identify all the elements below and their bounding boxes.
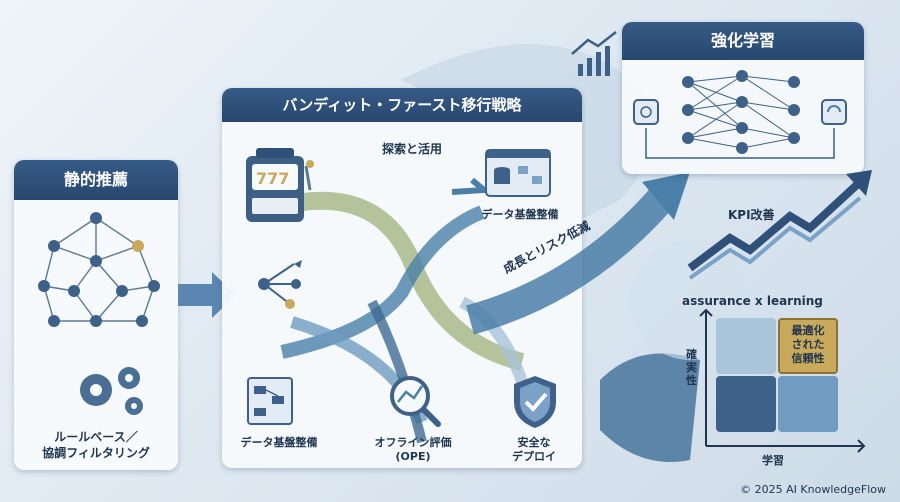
workflow-document-icon — [247, 377, 293, 425]
network-graph-icon — [38, 212, 160, 327]
quadrant-top-right-highlight: 最適化 された 信頼性 — [778, 318, 838, 374]
copyright-footer: © 2025 AI KnowledgeFlow — [740, 483, 886, 496]
kpi-improvement-label: KPI改善 — [728, 208, 775, 222]
shield-check-icon — [514, 376, 556, 428]
transition-arrow-icon — [178, 272, 236, 318]
quadrant-bottom-right — [778, 376, 838, 432]
static-recommendation-panel: 静的推薦 ルールベース／ 協調フィルタリング — [14, 160, 178, 470]
highlight-line2: された — [791, 338, 825, 351]
explore-exploit-label: 探索と活用 — [381, 142, 442, 156]
deploy-line2-label: デプロイ — [512, 450, 556, 463]
slot-machine-icon: 777 — [246, 148, 314, 222]
rl-panel-title: 強化学習 — [622, 22, 864, 60]
ope-line2-label: (OPE) — [395, 450, 431, 463]
svg-text:777: 777 — [256, 169, 289, 188]
static-caption-line1: ルールベース／ — [54, 430, 138, 444]
bandit-panel-title: バンディット・ファースト移行戦略 — [222, 88, 582, 122]
learning-axis-label: 学習 — [762, 454, 784, 467]
assurance-axes — [699, 308, 866, 453]
assurance-title: assurance x learning — [682, 294, 823, 308]
ope-line1-label: オフライン評価 — [374, 436, 452, 449]
data-infra-top-label: データ基盤整備 — [481, 208, 559, 221]
kpi-rising-arrow-icon — [687, 170, 872, 280]
static-panel-title: 静的推薦 — [14, 160, 178, 200]
certainty-axis-label: 確実性 — [686, 348, 697, 388]
deploy-line1-label: 安全な — [517, 436, 551, 449]
trend-chart-icon — [571, 31, 617, 76]
reinforcement-learning-panel: 強化学習 — [622, 22, 864, 174]
growth-arrow-icon — [466, 172, 690, 335]
quadrant-bottom-left — [716, 376, 776, 432]
magnifier-chart-icon — [390, 376, 441, 427]
highlight-line3: 信頼性 — [791, 352, 825, 365]
assurance-learning-panel: assurance x learning 確実性 最適化 された 信頼性 学習 — [678, 290, 874, 470]
data-infra-bottom-label: データ基盤整備 — [240, 436, 318, 449]
quadrant-top-left — [716, 318, 776, 374]
data-dashboard-icon — [485, 149, 551, 197]
bandit-strategy-panel: バンディット・ファースト移行戦略 探索と活用 777 データ基盤整備 — [222, 88, 582, 468]
static-caption-line2: 協調フィルタリング — [42, 446, 150, 460]
branching-network-icon — [258, 260, 302, 309]
neural-network-icon — [633, 70, 847, 159]
gears-icon — [80, 367, 143, 415]
highlight-line1: 最適化 — [791, 324, 825, 337]
